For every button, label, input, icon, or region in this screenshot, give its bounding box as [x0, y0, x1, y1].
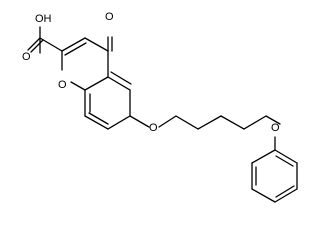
ring-double-bond-c2-c3 — [64, 42, 87, 56]
benzo-bond-3 — [107, 115, 131, 130]
acid-c-o-bond — [27, 37, 41, 51]
phenyl-bond-6 — [274, 149, 298, 164]
ring-bond-c3-c4 — [84, 37, 109, 52]
ring-bond-c8a-o1 — [70, 81, 86, 91]
benzo-double-bond-1 — [110, 71, 132, 85]
acid-oh-label: OH — [35, 13, 52, 25]
bonds — [27, 26, 298, 203]
aryl-ether-bond — [129, 115, 150, 128]
acid-carbon-bond — [39, 37, 63, 52]
benzo-bond-4 — [84, 115, 109, 130]
ring-oxygen-label: O — [58, 79, 67, 91]
atom-labels: OH O O O O O — [22, 11, 280, 134]
ether-chain-bond-1 — [158, 115, 177, 128]
chain-bond-2 — [175, 115, 199, 130]
benzo-bond-1 — [107, 76, 131, 91]
ring-bond-c4a-c8a — [84, 76, 109, 91]
chain-phenoxy-bond — [265, 115, 281, 125]
phenyl-bond-1 — [251, 149, 276, 164]
chain-bond-4 — [220, 115, 245, 130]
phenyl-double-bond-4 — [275, 185, 295, 198]
ring-bond-c2-c3 — [61, 37, 86, 52]
chain-bond-5 — [243, 115, 267, 130]
chain-bond-3 — [197, 115, 222, 130]
phenyl-double-bond-6 — [275, 155, 294, 167]
benzo-double-bond-4 — [88, 112, 109, 125]
keto-oxygen-label: O — [105, 11, 114, 23]
ether-oxygen-label: O — [149, 122, 158, 134]
phenyl-bond-3 — [251, 188, 276, 203]
phenoxy-oxygen-label: O — [271, 122, 280, 134]
phenyl-bond-4 — [274, 188, 298, 203]
acid-oxygen-label: O — [22, 51, 31, 63]
acid-c-o-double-bond — [30, 39, 44, 53]
chemical-structure: OH O O O O O — [22, 11, 298, 203]
